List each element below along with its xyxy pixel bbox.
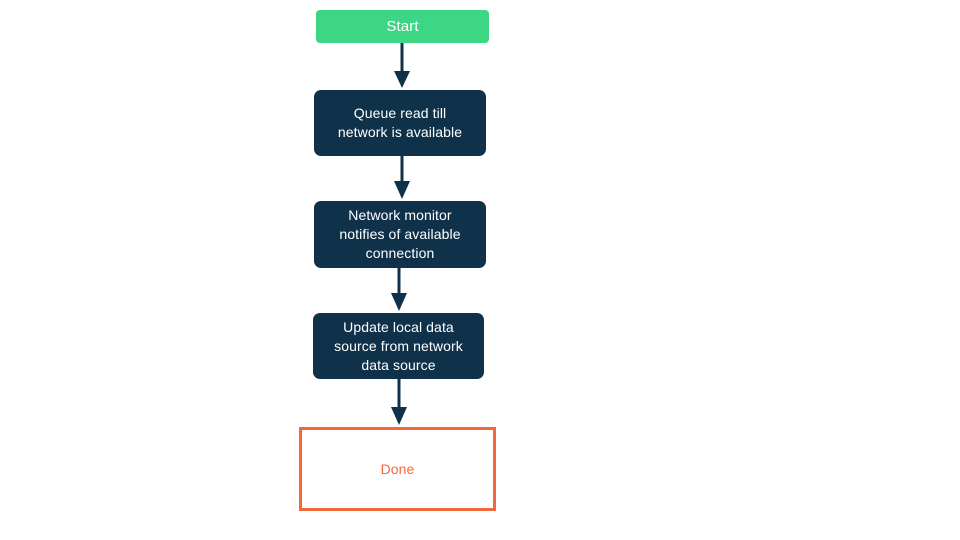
flow-node-network-monitor[interactable]: Network monitor notifies of available co…: [314, 201, 486, 268]
flow-node-queue-read[interactable]: Queue read till network is available: [314, 90, 486, 156]
flow-node-done[interactable]: Done: [299, 427, 496, 511]
flow-edge-start-to-queue-read: [391, 43, 413, 90]
flow-edge-queue-read-to-network-monitor: [391, 156, 413, 201]
flow-node-start[interactable]: Start: [316, 10, 489, 43]
flow-node-update-local[interactable]: Update local data source from network da…: [313, 313, 484, 379]
flow-edge-network-monitor-to-update-local: [388, 268, 410, 313]
flow-edge-update-local-to-done: [388, 379, 410, 427]
